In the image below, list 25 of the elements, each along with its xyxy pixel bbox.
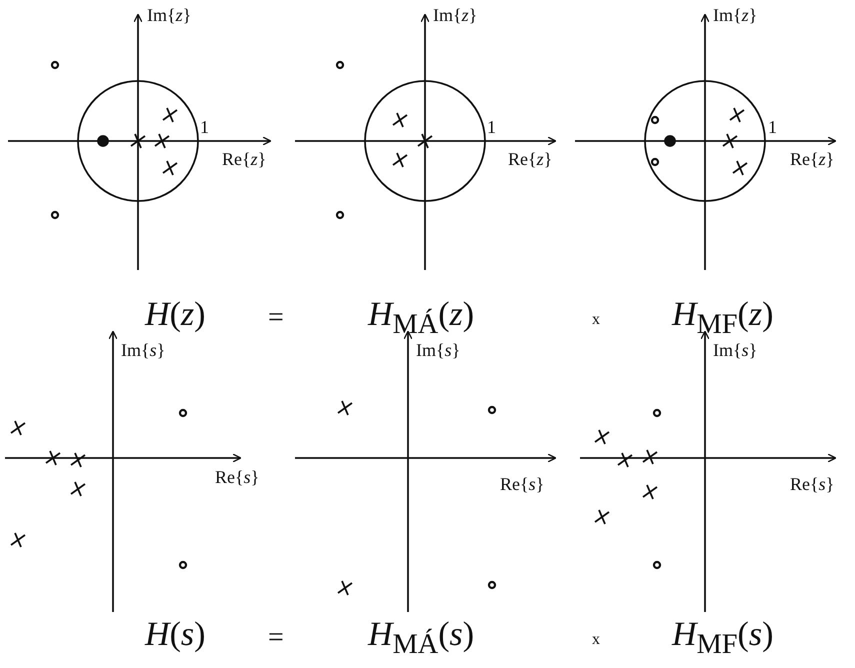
axis-label: Re{s} bbox=[215, 468, 260, 486]
multiplication-sign: x bbox=[592, 632, 600, 648]
radius-label: 1 bbox=[768, 118, 777, 136]
axis-label: Re{s} bbox=[790, 475, 834, 493]
radius-label: 1 bbox=[200, 118, 209, 136]
axis-label: Re{z} bbox=[222, 150, 266, 168]
equation-term: H$_{MÁ}$(z) bbox=[368, 298, 474, 340]
equals-sign: = bbox=[268, 304, 284, 332]
axis-label: Re{s} bbox=[500, 475, 544, 493]
axis-label: Im{s} bbox=[713, 341, 758, 359]
equation-term: H$_{MF}$(z) bbox=[672, 298, 774, 340]
axis-label: Re{z} bbox=[790, 150, 834, 168]
axis-label: Im{s} bbox=[416, 341, 460, 359]
axis-label: Im{s} bbox=[121, 341, 166, 359]
radius-label: 1 bbox=[487, 118, 496, 136]
equation-term: H(z) bbox=[145, 298, 206, 332]
axis-label: Re{z} bbox=[508, 150, 552, 168]
equation-term: H$_{MF}$(s) bbox=[672, 618, 774, 660]
equals-sign: = bbox=[268, 624, 284, 652]
multiplication-sign: x bbox=[592, 312, 600, 328]
equation-term: H(s) bbox=[145, 618, 206, 652]
axis-label: Im{z} bbox=[147, 6, 192, 24]
axis-label: Im{z} bbox=[713, 6, 758, 24]
equation-term: H$_{MÁ}$(s) bbox=[368, 618, 474, 660]
axis-label: Im{z} bbox=[433, 6, 478, 24]
